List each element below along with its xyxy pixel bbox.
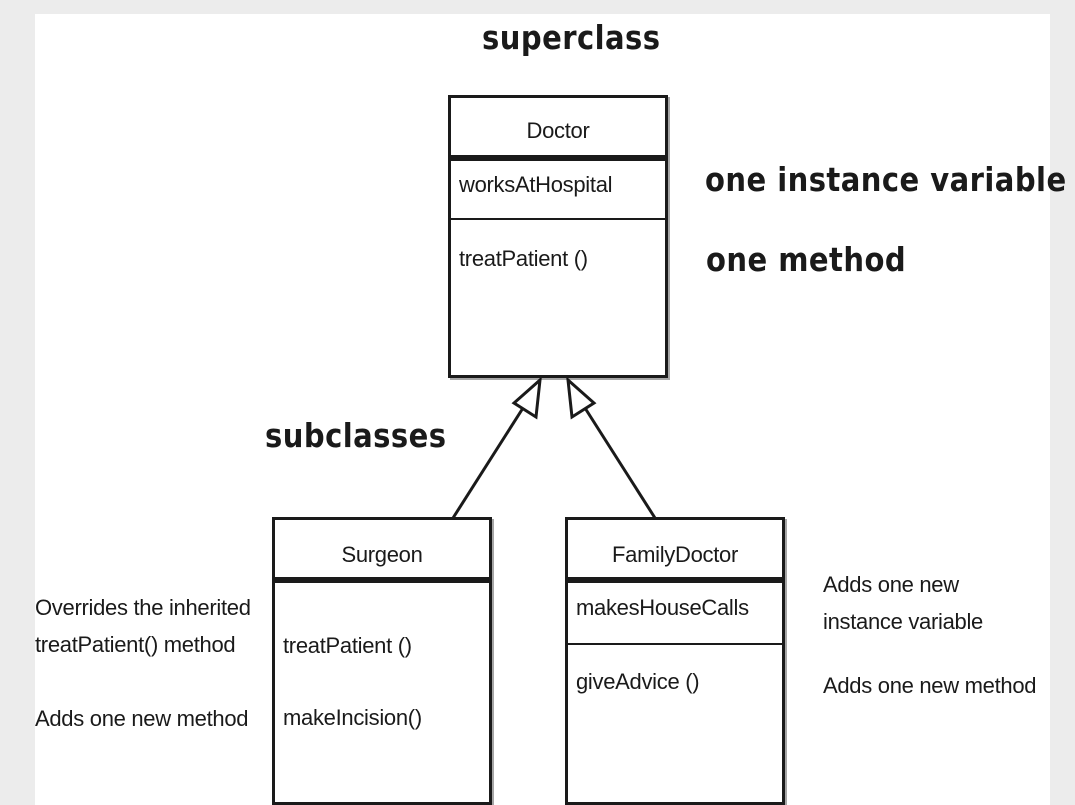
one-method-label: one method	[706, 240, 907, 279]
one-instance-variable-label: one instance variable	[705, 160, 1067, 199]
familydoctor-new-variable-note-line-1: Adds one new	[823, 572, 959, 597]
familydoctor-method: giveAdvice ()	[576, 669, 700, 694]
surgeon-inheritance-arrowhead	[511, 376, 542, 420]
doctor-name-separator	[451, 155, 665, 161]
familydoctor-variable: makesHouseCalls	[576, 595, 749, 620]
familydoctor-class-box: FamilyDoctor makesHouseCalls giveAdvice …	[565, 517, 785, 805]
familydoctor-inheritance-line	[583, 407, 657, 519]
familydoctor-inheritance-arrowhead	[566, 376, 597, 420]
surgeon-override-note-line-2: treatPatient() method	[35, 632, 236, 657]
surgeon-new-method-note: Adds one new method	[35, 706, 249, 731]
familydoctor-new-variable-note-line-2: instance variable	[823, 609, 983, 634]
doctor-variables-separator	[451, 218, 665, 220]
surgeon-class-name: Surgeon	[341, 542, 423, 567]
subclasses-label: subclasses	[265, 416, 447, 455]
surgeon-method-2: makeIncision()	[283, 705, 422, 730]
doctor-variable: worksAtHospital	[459, 172, 613, 197]
familydoctor-name-separator	[568, 577, 782, 583]
familydoctor-class-name: FamilyDoctor	[612, 542, 738, 567]
superclass-label: superclass	[482, 18, 661, 57]
surgeon-class-box: Surgeon treatPatient () makeIncision()	[272, 517, 492, 805]
doctor-class-box: Doctor worksAtHospital treatPatient ()	[448, 95, 668, 378]
surgeon-name-separator	[275, 577, 489, 583]
surgeon-override-note-line-1: Overrides the inherited	[35, 595, 251, 620]
surgeon-inheritance-line	[451, 407, 525, 519]
doctor-class-name: Doctor	[526, 118, 590, 143]
doctor-method: treatPatient ()	[459, 246, 588, 271]
familydoctor-variables-separator	[568, 643, 782, 645]
surgeon-method-1: treatPatient ()	[283, 633, 412, 658]
familydoctor-new-method-note: Adds one new method	[823, 673, 1037, 698]
